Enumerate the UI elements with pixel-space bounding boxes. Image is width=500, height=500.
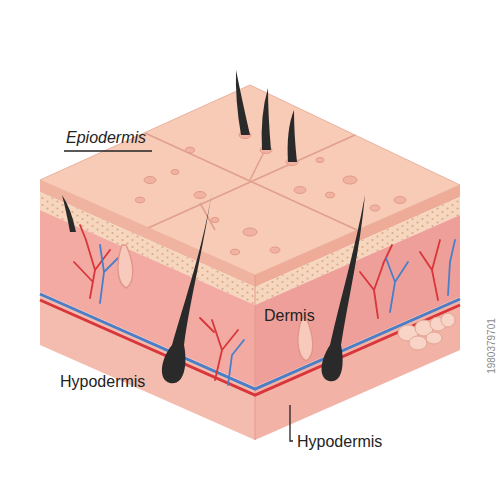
leader-line (290, 405, 293, 441)
capillaries (74, 225, 455, 385)
cube-edge (255, 275, 256, 440)
hair (62, 70, 365, 383)
layer-label: Hypodermis (60, 372, 145, 391)
label-underline (64, 150, 152, 151)
watermark: 1980379701 (486, 316, 498, 376)
blood-vessels (40, 294, 460, 395)
fat-tissue (398, 313, 455, 350)
surface-cracks (145, 133, 357, 230)
layer-label: Hypodermis (297, 432, 382, 451)
layer-label: Dermis (264, 306, 315, 325)
sweat-gland (118, 245, 133, 288)
sweat-gland (298, 318, 313, 361)
layer-label: Epiodermis (66, 128, 146, 147)
